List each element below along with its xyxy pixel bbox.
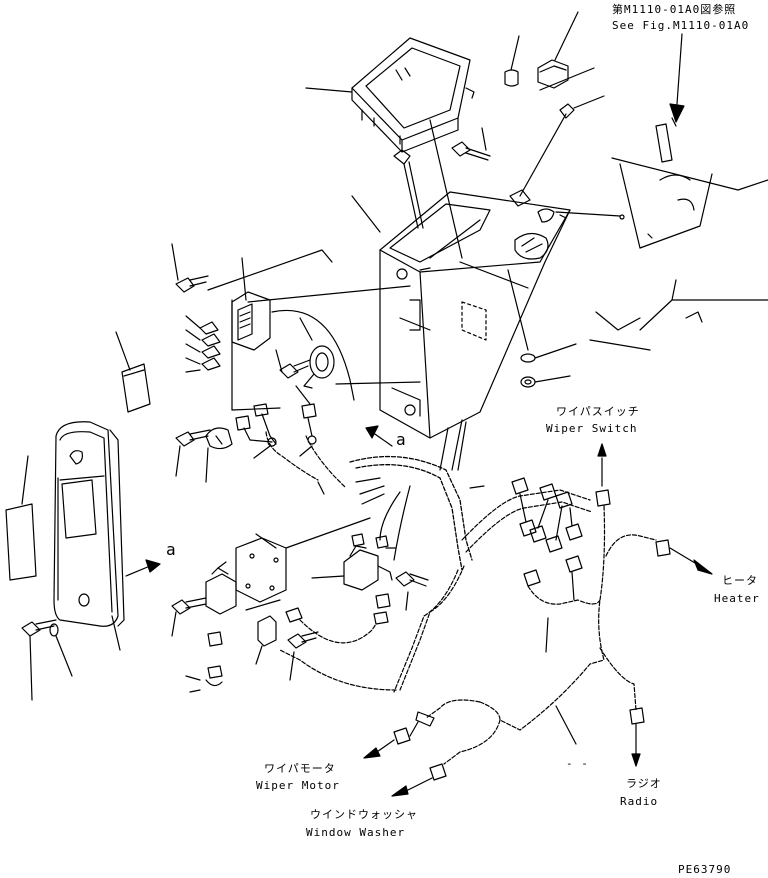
wire-to-wiper-switch	[595, 457, 611, 661]
lamp-bottom-left	[185, 631, 223, 693]
marker-a-left: a	[166, 540, 176, 559]
wire-to-window-washer	[403, 719, 501, 793]
gauge-part	[299, 317, 335, 389]
side-cover	[53, 421, 125, 627]
radio-label-en: Radio	[620, 795, 659, 808]
harness-branches-right	[511, 477, 601, 653]
reference-label-jp: 第M1110-01A0図参照	[612, 3, 737, 16]
bolt-left-top	[171, 243, 209, 293]
leader-console	[351, 195, 381, 233]
arrow-heater	[693, 559, 713, 575]
window-washer-label-jp: ウインドウォッシャ	[310, 808, 418, 821]
leader-harness-bottom	[555, 705, 577, 745]
cable-arc	[271, 309, 355, 401]
relay-top-part	[537, 11, 579, 89]
flasher-unit	[311, 545, 393, 591]
leader-switch	[207, 249, 333, 291]
rocker-switch	[115, 331, 151, 413]
drawing-code: PE63790	[678, 863, 732, 876]
leader-right	[555, 211, 621, 217]
cover-sticker	[5, 455, 37, 581]
arrow-wiper-switch	[597, 443, 607, 457]
ref-arrowhead	[669, 103, 685, 123]
main-harness	[279, 419, 593, 693]
leader-mid2	[419, 267, 431, 271]
bracket-plate	[235, 533, 287, 603]
arrow-a-left-line	[125, 565, 151, 577]
harness-left-loop	[253, 431, 347, 495]
bracket-small	[255, 615, 277, 665]
reference-frame	[589, 117, 768, 351]
wiper-switch-label-en: Wiper Switch	[546, 422, 638, 435]
monitor-panel	[351, 37, 475, 153]
connectors-top-left	[235, 403, 317, 445]
leader-monitor	[305, 87, 353, 93]
rod-part	[393, 149, 424, 229]
arrow-a-left-head	[145, 559, 161, 573]
leader-monitor-down	[429, 119, 463, 259]
heater-label-jp: ヒータ	[722, 574, 758, 587]
wiper-motor-label-en: Wiper Motor	[256, 779, 340, 792]
arrow-window-washer	[391, 785, 409, 797]
leader-relay	[539, 67, 595, 91]
clip-stack	[185, 299, 281, 411]
line-console-link	[335, 381, 421, 385]
marker-a-center: a	[396, 430, 406, 449]
console-body	[379, 189, 571, 439]
washer-parts	[507, 269, 577, 388]
bolt-flasher	[395, 571, 429, 611]
arrow-a-center-line	[371, 431, 393, 447]
reference-label-en: See Fig.M1110-01A0	[612, 19, 750, 32]
arrow-a-center-head	[365, 425, 379, 439]
bolt-center	[275, 349, 311, 379]
leader-harness-left	[295, 385, 311, 405]
line-console-link2	[247, 285, 411, 303]
arrow-wiper-motor	[363, 747, 381, 759]
ref-arrow-line	[675, 33, 683, 119]
heater-label-en: Heater	[714, 592, 760, 605]
leader-cover	[111, 615, 121, 651]
bolt-cover	[21, 619, 73, 701]
dash-mark: - -	[566, 757, 589, 770]
wiper-switch-label-jp: ワイパスイッチ	[556, 405, 640, 418]
line-bracket-link	[285, 517, 371, 549]
bolt-left-mid	[175, 429, 211, 477]
relay-left	[205, 561, 237, 615]
radio-label-jp: ラジオ	[626, 777, 662, 790]
wire-to-heater	[605, 534, 701, 567]
small-connectors-center	[285, 533, 397, 625]
bolt-top	[451, 127, 491, 161]
window-washer-label-en: Window Washer	[306, 826, 406, 839]
leader-mid	[459, 261, 529, 289]
wiper-motor-label-jp: ワイパモータ	[264, 762, 336, 775]
arrow-radio	[631, 753, 641, 767]
wire-to-radio	[599, 647, 645, 755]
wire-to-wiper-motor	[373, 659, 605, 755]
connector-small	[519, 95, 605, 197]
switch-box	[231, 257, 271, 351]
bolt-relay-left	[171, 597, 207, 637]
lamp-socket	[205, 427, 233, 483]
ref-dot	[619, 214, 625, 220]
cap-part	[504, 35, 520, 87]
line-bracket-base	[245, 599, 281, 611]
